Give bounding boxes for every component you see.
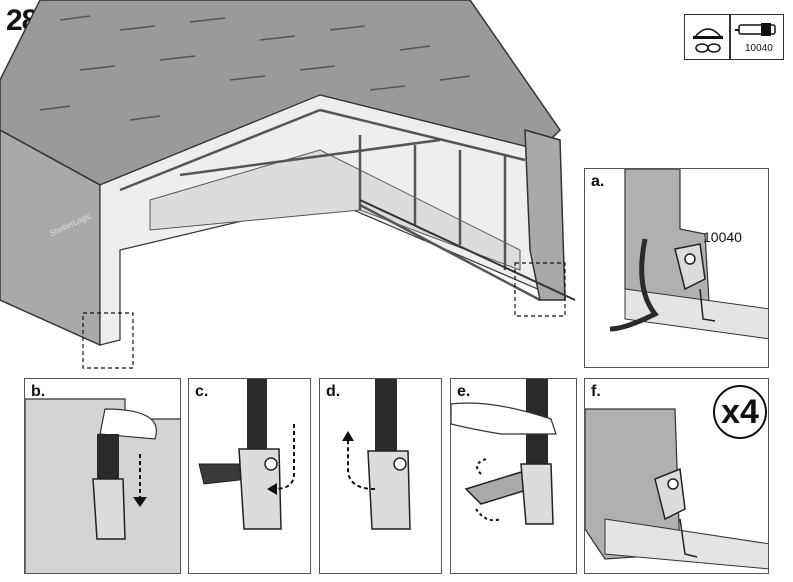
panel-a-illustration [609, 169, 768, 340]
panel-f-illustration [585, 408, 768, 570]
ratchet-tool-icon [735, 23, 776, 36]
panel-c: c. [188, 378, 311, 574]
panel-b: b. [24, 378, 181, 574]
panel-b-illustration [25, 398, 180, 573]
panel-e-label: e. [457, 383, 471, 400]
callout-box-right [514, 262, 566, 317]
panel-d: d. [319, 378, 442, 574]
panel-d-label: d. [326, 383, 341, 400]
ratchet-buckle [92, 478, 126, 540]
helmet-goggles-icon [693, 28, 723, 53]
shelter-illustration [0, 0, 576, 369]
panel-a-label: a. [591, 173, 605, 190]
panel-f-label: f. [591, 383, 601, 400]
quantity-badge: x4 [713, 385, 767, 439]
tool-box: 10040 [730, 14, 784, 60]
hand [451, 402, 557, 435]
shelterlogic-logo: ShelterLogic [48, 211, 92, 238]
panel-e: e. [450, 378, 577, 574]
ratchet-buckle [674, 243, 706, 291]
svg-text:ShelterLogic: ShelterLogic [48, 211, 92, 238]
panel-a-part-number: 10040 [703, 229, 742, 245]
safety-gear-box [684, 14, 730, 60]
hook [699, 288, 716, 322]
callout-box-left [82, 312, 134, 369]
frame-poles [119, 108, 541, 302]
panel-f: f. x4 [584, 378, 769, 574]
panel-a: a. 10040 [584, 168, 769, 368]
panel-c-label: c. [195, 383, 209, 400]
panel-c-illustration [198, 379, 295, 530]
right-front-flap [524, 128, 566, 301]
roof-texture [39, 15, 471, 121]
panel-d-illustration [342, 379, 411, 530]
panel-e-illustration [451, 379, 557, 525]
strap [97, 434, 119, 489]
tool-number: 10040 [745, 43, 773, 54]
panel-b-label: b. [31, 383, 46, 400]
